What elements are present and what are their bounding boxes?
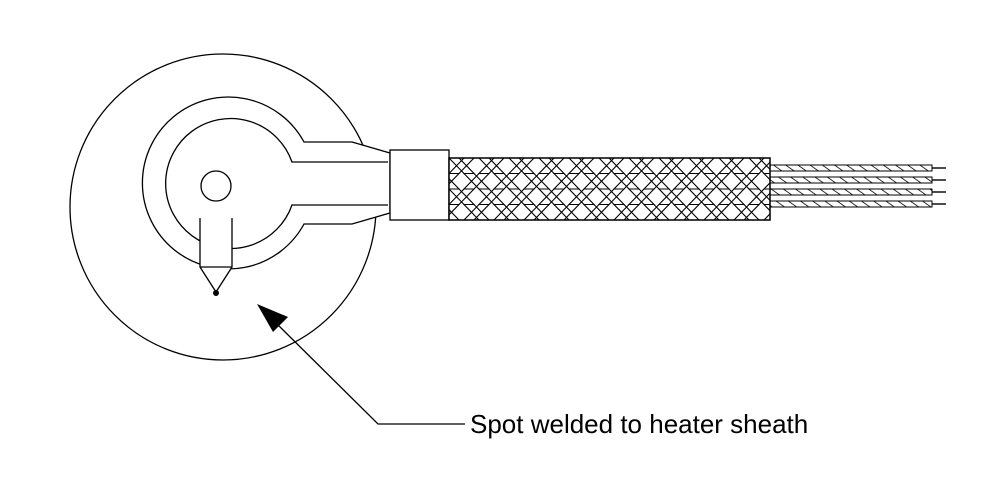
wire-insulation (769, 188, 933, 196)
braid-weave (419, 158, 804, 236)
braid-strand (612, 203, 640, 220)
callout-label: Spot welded to heater sheath (470, 409, 808, 439)
braid-strand (687, 219, 700, 220)
braid-strand (583, 219, 596, 220)
braid-strand (613, 219, 626, 220)
braid-strand (747, 219, 760, 220)
braid-strand (763, 219, 770, 220)
braid-strand (449, 203, 461, 216)
braid-strand (733, 219, 746, 220)
braid-strand (597, 219, 610, 220)
braid-strand (449, 172, 461, 185)
braid-strand (762, 203, 770, 212)
braid-strand (537, 219, 550, 220)
braid-strand (702, 203, 730, 220)
braid-strand (717, 219, 730, 220)
braid-strand (583, 203, 611, 220)
braid-strand (643, 219, 656, 220)
braid-strand (613, 203, 641, 220)
braid-strand (449, 219, 460, 220)
braid-strand (779, 220, 804, 236)
braid-strand (762, 172, 770, 181)
braid-strand (522, 203, 550, 220)
ring-lug-inner (165, 117, 388, 250)
wire-insulation (769, 200, 933, 208)
braid-strand (463, 219, 476, 220)
braid-strand (703, 203, 731, 220)
braid-strand (732, 203, 760, 220)
braid-strand (673, 203, 701, 220)
braid-strand (523, 219, 536, 220)
callout-leader-line (274, 321, 465, 425)
transition-collar (389, 149, 450, 221)
braid-strand (463, 203, 491, 220)
braid-strand (419, 220, 444, 236)
lead-wires (769, 164, 946, 208)
braid-strand (492, 203, 520, 220)
braid-strand (567, 219, 580, 220)
braid-strand (643, 203, 671, 220)
braid-strand (507, 219, 520, 220)
braid-strand (553, 203, 581, 220)
braid-strand (552, 203, 580, 220)
braid-strand (779, 220, 804, 236)
braid-strand (523, 203, 551, 220)
mounting-hole (200, 170, 232, 202)
braid-strand (672, 203, 700, 220)
callout-arrowhead (257, 304, 288, 332)
braid-strand (748, 158, 770, 175)
braid-strand (747, 188, 770, 206)
junction-probe (199, 218, 233, 294)
ring-lug-outer (141, 96, 391, 270)
weld-point (213, 290, 219, 296)
braid-strand (703, 219, 716, 220)
braid-strand (493, 219, 506, 220)
braid-strand (462, 203, 490, 220)
wire-insulation (769, 164, 933, 172)
braid-strand (419, 220, 444, 236)
braid-strand (477, 219, 490, 220)
braid-strand (627, 219, 640, 220)
braid-strand (553, 219, 566, 220)
braid-strand (493, 203, 521, 220)
braid-strand (657, 219, 670, 220)
braid-strand (642, 203, 670, 220)
braid-strand (582, 203, 610, 220)
wire-insulation (769, 176, 933, 184)
braid-strand (733, 203, 761, 220)
braid-strand (673, 219, 686, 220)
